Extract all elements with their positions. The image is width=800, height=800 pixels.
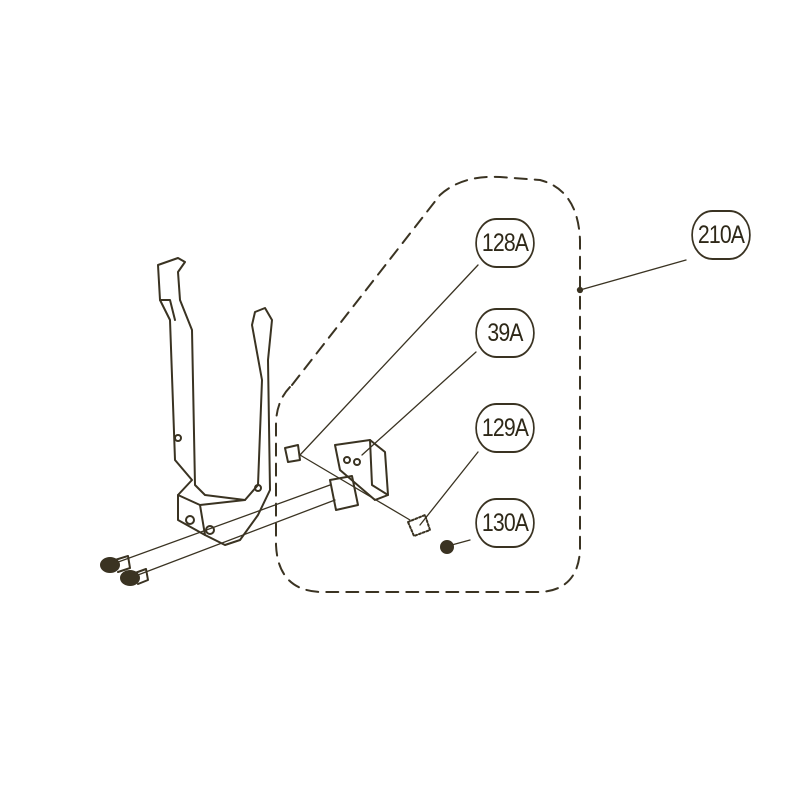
callout-130a: 130A xyxy=(475,498,535,548)
callout-128a: 128A xyxy=(475,218,535,268)
subassembly-dashed-outline xyxy=(275,175,581,593)
callout-129a: 129A xyxy=(475,403,535,453)
latch-parts xyxy=(284,439,454,554)
bracket-part xyxy=(157,257,273,546)
callout-39a: 39A xyxy=(475,308,535,358)
callout-210a: 210A xyxy=(691,210,751,260)
screws xyxy=(100,555,149,586)
leader-lines xyxy=(109,259,687,579)
